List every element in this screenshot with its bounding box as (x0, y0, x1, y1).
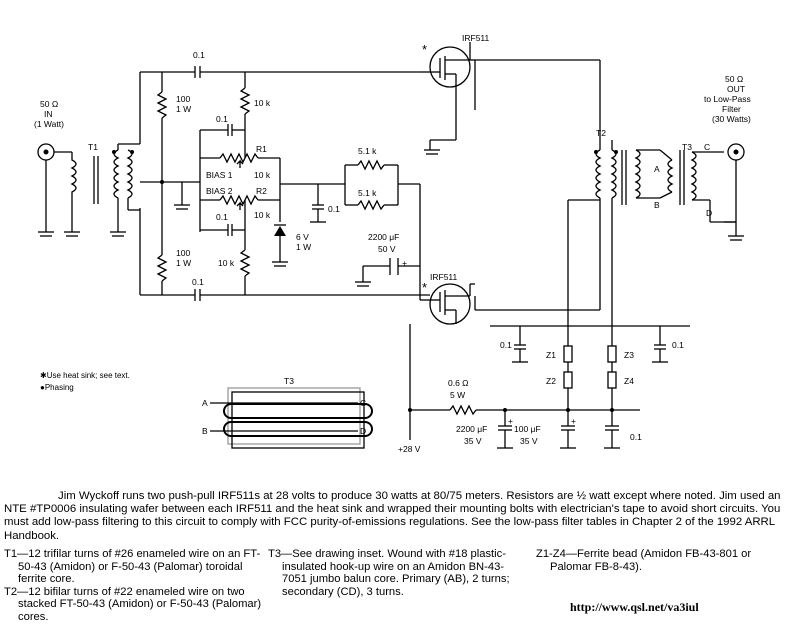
t2-label: T2 (596, 128, 606, 138)
bead-z3 (607, 345, 617, 363)
r100-top-value: 100 (176, 94, 190, 104)
q-bottom-star: * (422, 280, 427, 295)
transformer-t3 (659, 149, 697, 205)
input-label-line3: (1 Watt) (34, 119, 64, 129)
notes-t3: T3—See drawing inset. Wound with #18 pla… (268, 548, 518, 598)
resistor-10k-top (239, 72, 251, 158)
cap-right-bus-label: 0.1 (672, 340, 684, 350)
input-label-line1: 50 Ω (40, 99, 58, 109)
cap-out-bus-label: 0.1 (630, 432, 642, 442)
r51-bottom-label: 5.1 k (358, 188, 377, 198)
cap-top-label: 0.1 (193, 50, 205, 60)
bias2-label: BIAS 2 (206, 186, 233, 196)
bias1-label: BIAS 1 (206, 170, 233, 180)
resistor-100-top (156, 72, 168, 255)
c2200-top-rating: 50 V (378, 244, 396, 254)
note-z: Z1-Z4—Ferrite bead (Amidon FB-43-801 or … (536, 548, 752, 573)
c2200-bot-rating: 35 V (464, 436, 482, 446)
r100-bottom-value: 100 (176, 248, 190, 258)
capacitor-top (194, 66, 201, 78)
inset-pin-a: A (202, 398, 208, 408)
bead-z4 (607, 371, 617, 389)
notes-beads: Z1-Z4—Ferrite bead (Amidon FB-43-801 or … (536, 548, 786, 573)
inset-pin-c: C (360, 398, 366, 408)
c2200-top-value: 2200 μF (368, 232, 399, 242)
t3-label: T3 (682, 142, 692, 152)
cap-left-bus-label: 0.1 (500, 340, 512, 350)
q-top-star: * (422, 42, 427, 57)
zener-voltage: 6 V (296, 232, 309, 242)
inset-pin-b: B (202, 426, 208, 436)
caption-paragraph: Jim Wyckoff runs two push-pull IRF511s a… (4, 490, 781, 542)
pin-b-label: B (654, 200, 660, 210)
r100-top-rating: 1 W (176, 104, 191, 114)
pin-d-label: D (706, 208, 712, 218)
note-t3: T3—See drawing inset. Wound with #18 pla… (268, 548, 510, 598)
mosfet-q-bottom (429, 283, 471, 325)
out-label-line5: (30 Watts) (712, 114, 751, 124)
note-t1: T1—12 trifilar turns of #26 enameled wir… (4, 548, 261, 586)
schematic-diagram: 50 Ω IN (1 Watt) T1 0.1 0.1 (34, 33, 751, 454)
source-url[interactable]: http://www.qsl.net/va3iul (570, 600, 699, 614)
plus-bot-right: + (571, 416, 576, 426)
pot2-label: 10 k (254, 210, 271, 220)
c100-value: 100 μF (514, 424, 541, 434)
pin-a-label: A (654, 164, 660, 174)
r2-label: R2 (256, 186, 267, 196)
note-t2: T2—12 bifilar turns of #22 enameled wire… (4, 585, 262, 623)
t1-label: T1 (88, 142, 98, 152)
legend-heat-sink: ✱Use heat sink; see text. (40, 371, 130, 380)
bead-z1 (563, 345, 573, 363)
resistor-10k-bottom (239, 200, 251, 295)
t3-inset-label: T3 (284, 376, 294, 386)
cap-mid-label: 0.1 (328, 204, 340, 214)
r100-bottom-rating: 1 W (176, 258, 191, 268)
r10k-top-label: 10 k (254, 98, 271, 108)
t3-inset-drawing (210, 387, 373, 449)
q-top-label: IRF511 (462, 33, 490, 43)
out-label-line2: OUT (727, 84, 745, 94)
transformer-t2 (594, 149, 641, 205)
resistor-100-bottom (156, 254, 168, 295)
out-label-line3: to Low-Pass (704, 94, 751, 104)
c2200-bot-value: 2200 μF (456, 424, 487, 434)
out-label-line1: 50 Ω (725, 74, 743, 84)
pin-c-label: C (704, 142, 710, 152)
zener-diode (274, 224, 286, 236)
out-label-line4: Filter (722, 104, 741, 114)
plus-top: + (402, 258, 407, 268)
capacitor-bottom (194, 289, 201, 301)
bead-z2 (563, 371, 573, 389)
z4-label: Z4 (624, 376, 634, 386)
c100-rating: 35 V (520, 436, 538, 446)
cap-bias2-label: 0.1 (216, 212, 228, 222)
input-connector (37, 143, 72, 237)
inset-pin-d: D (360, 426, 366, 436)
r06-rating: 5 W (450, 390, 465, 400)
z2-label: Z2 (546, 376, 556, 386)
z1-label: Z1 (546, 350, 556, 360)
input-label-line2: IN (44, 109, 53, 119)
transformer-t1 (64, 86, 141, 295)
q-bottom-label: IRF511 (430, 272, 458, 282)
r51-top-label: 5.1 k (358, 146, 377, 156)
cap-bias1-label: 0.1 (216, 114, 228, 124)
pot1-label: 10 k (254, 170, 271, 180)
plus-bot-left: + (508, 416, 513, 426)
z3-label: Z3 (624, 350, 634, 360)
caption: Jim Wyckoff runs two push-pull IRF511s a… (4, 490, 786, 543)
zener-rating: 1 W (296, 242, 311, 252)
r1-label: R1 (256, 144, 267, 154)
supply-label: +28 V (398, 444, 421, 454)
output-connector (727, 143, 745, 161)
r10k-bottom-label: 10 k (218, 258, 235, 268)
mosfet-q-top (429, 42, 471, 88)
notes-transformers: T1—12 trifilar turns of #26 enameled wir… (4, 548, 264, 624)
cap-bottom-label: 0.1 (192, 277, 204, 287)
legend-phasing: ●Phasing (40, 383, 74, 392)
r06-value: 0.6 Ω (448, 378, 469, 388)
